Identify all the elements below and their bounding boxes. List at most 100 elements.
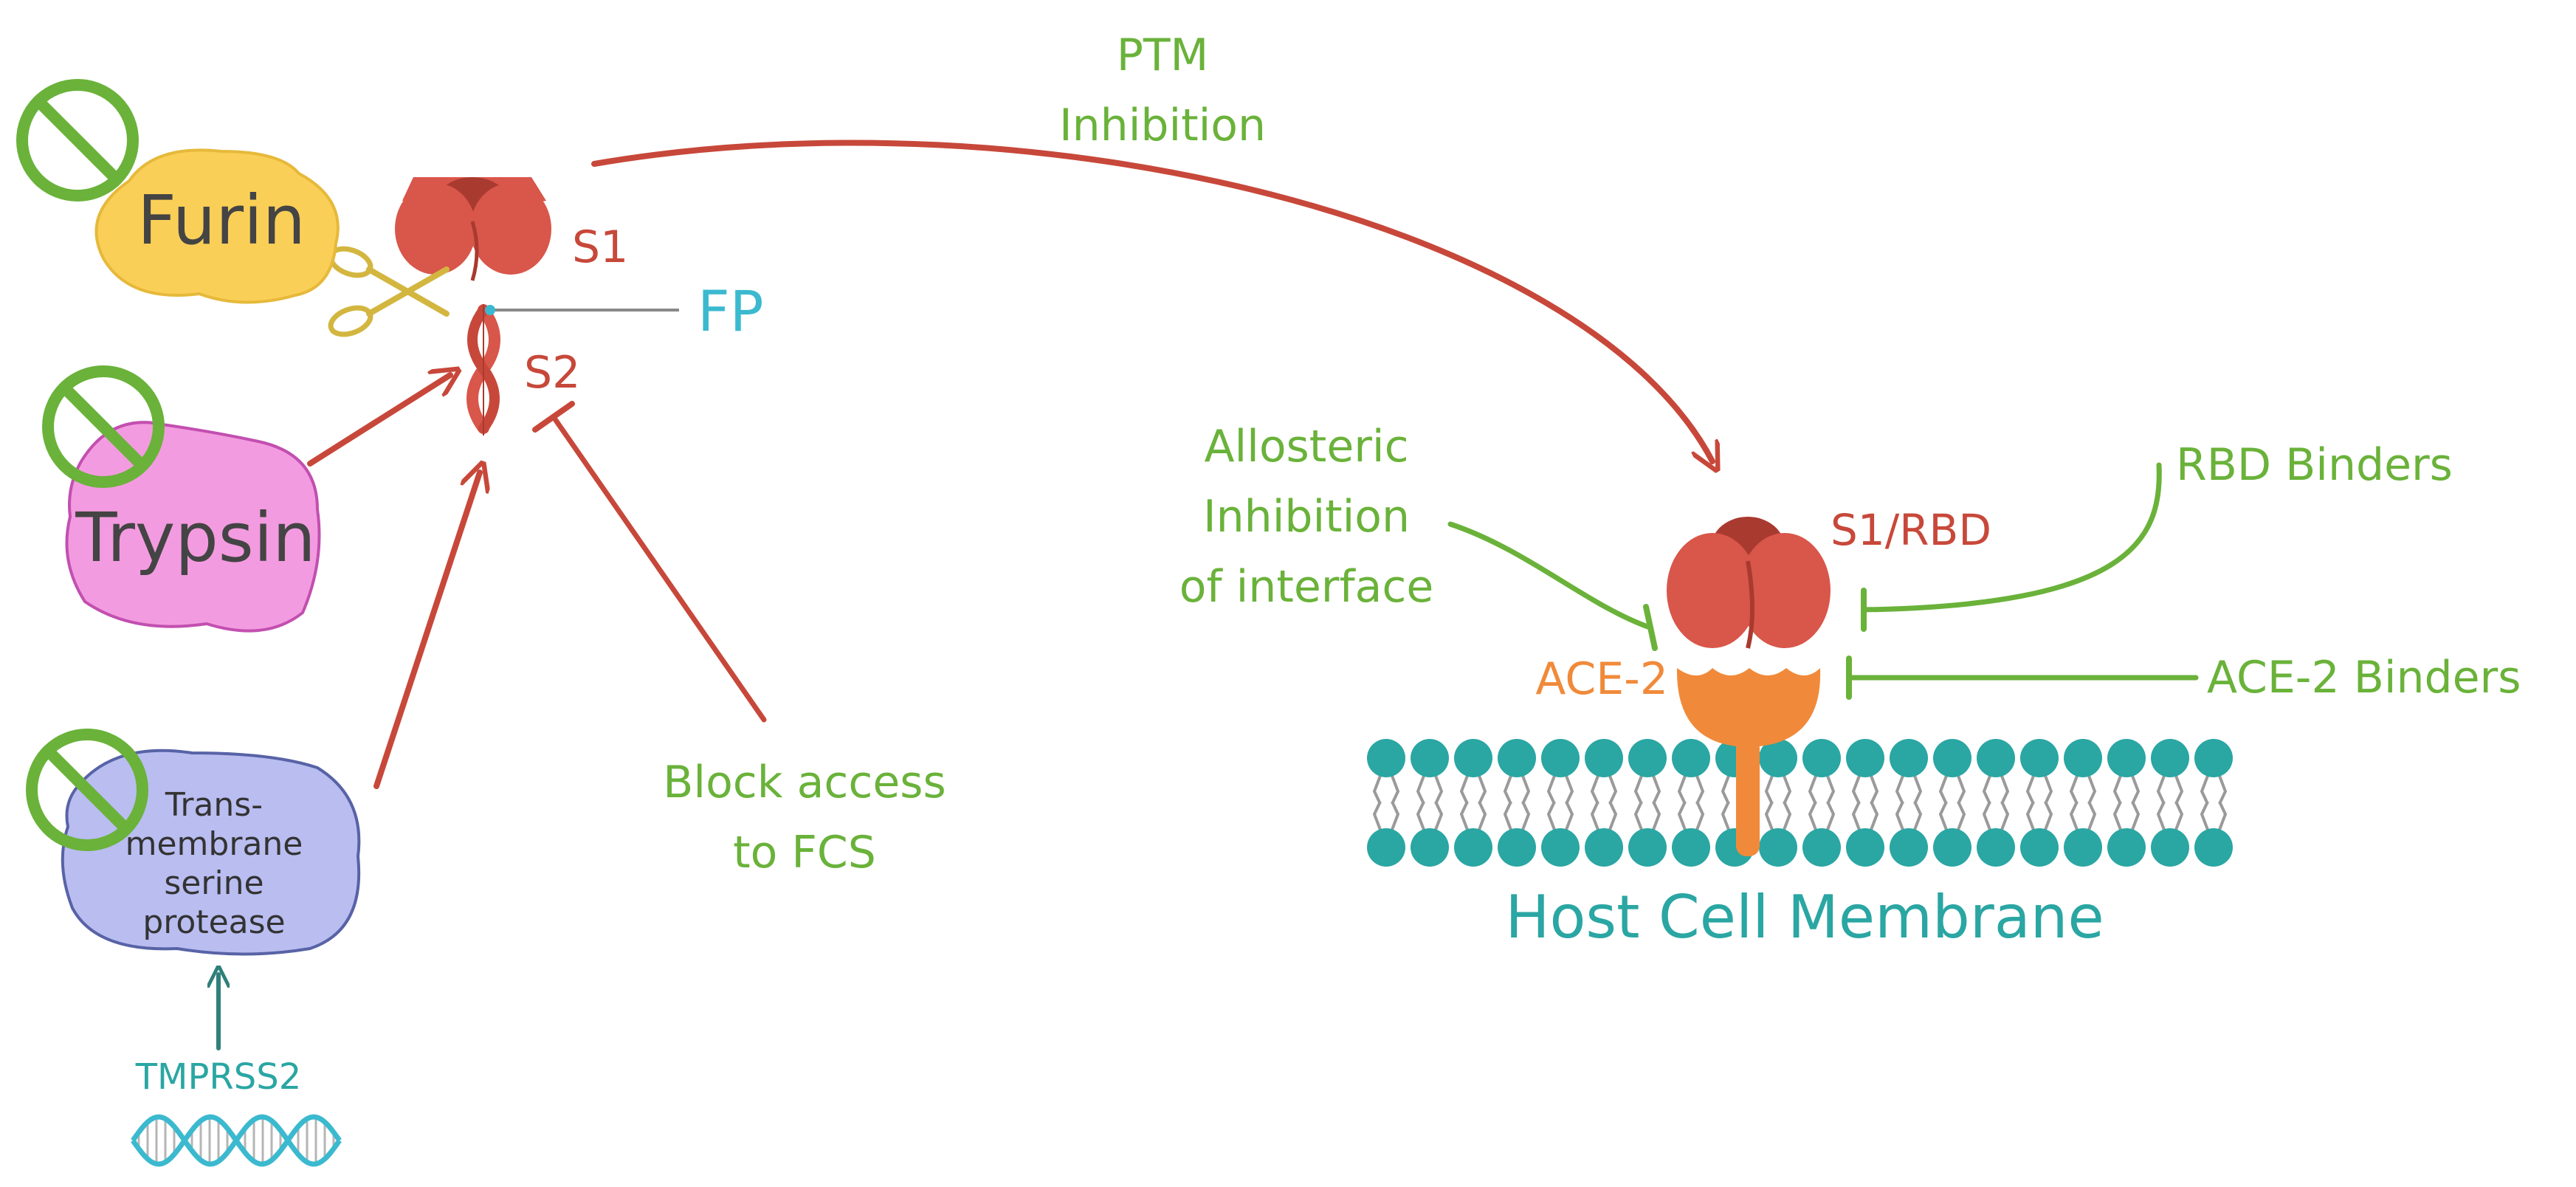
lipid-tail xyxy=(2200,775,2209,805)
lipid-tail xyxy=(1633,801,1643,830)
lipid-head xyxy=(1498,739,1536,777)
lipid-head xyxy=(1759,828,1797,867)
rbd-binders-label: RBD Binders xyxy=(2176,439,2453,491)
lipid-head xyxy=(1411,739,1449,777)
lipid-tail xyxy=(2087,775,2097,805)
s2-label: S2 xyxy=(524,347,580,399)
lipid-tail xyxy=(2069,801,2079,830)
spike-s2-subunit xyxy=(466,304,500,436)
lipid-head xyxy=(1846,739,1884,777)
lipid-head xyxy=(1672,828,1710,867)
furin-enzyme xyxy=(94,148,340,304)
lipid-head xyxy=(2151,828,2189,867)
block-fcs-inhibitor-line xyxy=(551,414,767,723)
lipid-tail xyxy=(1546,801,1556,830)
lipid-head xyxy=(1846,828,1884,867)
lipid-tail xyxy=(1982,801,1991,830)
lipid-tail xyxy=(1938,775,1948,805)
lipid-head xyxy=(1977,828,2015,867)
lipid-tail xyxy=(1608,801,1618,830)
lipid-head xyxy=(1672,739,1710,777)
lipid-tail xyxy=(1895,801,1904,830)
lipid-tail xyxy=(1938,801,1948,830)
allosteric-inhibitor-line xyxy=(1447,521,1653,630)
allosteric-label-3: of interface xyxy=(1179,561,1434,613)
lipid-head xyxy=(1411,828,1449,867)
lipid-tail xyxy=(1459,775,1469,805)
lipid-head xyxy=(2064,828,2102,867)
dna-icon xyxy=(131,1114,342,1167)
lipid-head xyxy=(2020,828,2059,867)
trypsin-label: Trypsin xyxy=(75,498,315,577)
lipid-tail xyxy=(1590,775,1599,805)
spike-to-host-arrow xyxy=(591,140,1712,461)
lipid-tail xyxy=(2112,775,2122,805)
lipid-tail xyxy=(1372,801,1382,830)
dna-strand xyxy=(131,1114,342,1167)
lipid-tail xyxy=(1764,801,1774,830)
lipid-head xyxy=(1541,828,1580,867)
lipid-tail xyxy=(1764,775,1774,805)
host-cell-membrane xyxy=(1367,739,2233,867)
ace2-label: ACE-2 xyxy=(1535,653,1668,705)
tmprss-label-1: Trans- xyxy=(165,786,263,824)
tmprss-label-2: membrane xyxy=(125,825,303,863)
scissors-icon xyxy=(328,246,450,337)
lipid-head xyxy=(1628,739,1667,777)
allosteric-label-1: Allosteric xyxy=(1204,421,1408,472)
lipid-tail xyxy=(2218,801,2228,830)
lipid-head xyxy=(1890,828,1928,867)
lipid-tail xyxy=(1870,801,1879,830)
spike-s1-subunit xyxy=(395,177,551,281)
lipid-head xyxy=(2107,828,2146,867)
trypsin-to-s2-arrow xyxy=(307,375,450,467)
lipid-tail xyxy=(1851,801,1861,830)
lipid-tail xyxy=(1826,801,1836,830)
lipid-tail xyxy=(1434,775,1444,805)
lipid-tail xyxy=(1982,775,1991,805)
lipid-tail xyxy=(1521,801,1531,830)
lipid-tail xyxy=(1721,775,1730,805)
lipid-tail xyxy=(1870,775,1879,805)
lipid-tail xyxy=(1416,775,1425,805)
lipid-head xyxy=(1802,828,1841,867)
lipid-tail xyxy=(2174,775,2184,805)
lipid-head xyxy=(1759,739,1797,777)
block-access-label-2: to FCS xyxy=(733,827,876,878)
lipid-tail xyxy=(2156,801,2166,830)
lipid-tail xyxy=(1503,801,1512,830)
lipid-tail xyxy=(2156,775,2166,805)
lipid-tail xyxy=(2218,775,2228,805)
allosteric-label-2: Inhibition xyxy=(1203,491,1410,543)
no-entry-icon xyxy=(26,729,148,851)
lipid-tail xyxy=(1608,775,1618,805)
lipid-tail xyxy=(1695,775,1705,805)
tmprss-to-s2-arrow xyxy=(373,472,480,789)
allosteric-inhibitor-bar xyxy=(1643,604,1658,651)
rbd-binders-line xyxy=(1861,462,2162,613)
lipid-head xyxy=(1367,828,1405,867)
lipid-tail xyxy=(1652,775,1661,805)
ace2-binders-label: ACE-2 Binders xyxy=(2207,652,2521,703)
lipid-tail xyxy=(2174,801,2184,830)
lipid-head xyxy=(1585,828,1623,867)
fp-marker xyxy=(485,305,495,315)
lipid-tail xyxy=(1416,801,1425,830)
lipid-tail xyxy=(1590,801,1599,830)
lipid-head xyxy=(2064,739,2102,777)
tmprss-label-3: serine xyxy=(164,864,264,902)
lipid-tail xyxy=(1459,801,1469,830)
lipid-tail xyxy=(1957,775,1966,805)
lipid-head xyxy=(2020,739,2059,777)
lipid-head xyxy=(1454,828,1492,867)
ptm-inhibition-label-1: PTM xyxy=(1117,30,1209,81)
lipid-tail xyxy=(1677,801,1687,830)
furin-label: Furin xyxy=(137,181,306,260)
lipid-head xyxy=(1541,739,1580,777)
lipid-tail xyxy=(1652,801,1661,830)
lipid-tail xyxy=(1478,775,1487,805)
lipid-head xyxy=(1367,739,1405,777)
ptm-inhibition-label-2: Inhibition xyxy=(1059,100,1266,151)
